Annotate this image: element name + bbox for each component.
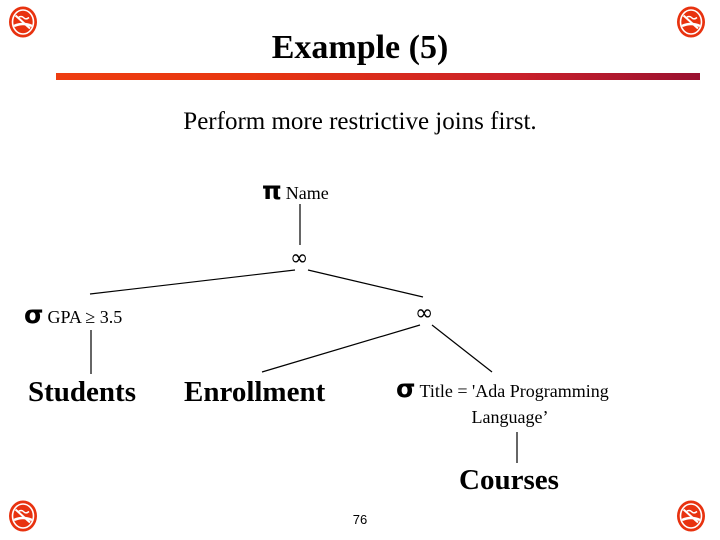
no-smoking-icon [676, 500, 706, 532]
select-title-condition-line2: Language’ [471, 407, 549, 427]
page-title: Example (5) [271, 29, 449, 66]
sigma-operator-symbol: σ [396, 374, 416, 403]
no-smoking-icon [676, 6, 706, 38]
no-smoking-icon [8, 6, 38, 38]
project-attribute-label: Name [285, 183, 329, 203]
pi-operator-symbol: π [262, 176, 282, 205]
tree-node-project: π Name [262, 176, 329, 205]
tree-node-relation-students: Students [28, 376, 136, 408]
tree-node-relation-courses: Courses [459, 464, 559, 496]
slide-subtitle: Perform more restrictive joins first. [183, 108, 537, 135]
tree-node-select-title: σ Title = 'Ada Programming Language’ [396, 374, 696, 428]
tree-node-join-mid: ∞ [415, 301, 433, 326]
page-number: 76 [352, 512, 368, 527]
select-title-condition-line1: Title = 'Ada Programming [419, 381, 609, 401]
title-divider [56, 73, 700, 80]
no-smoking-icon [8, 500, 38, 532]
tree-node-join-top: ∞ [290, 246, 308, 271]
tree-node-relation-enrollment: Enrollment [184, 376, 326, 408]
tree-node-select-gpa: σ GPA ≥ 3.5 [24, 300, 122, 329]
select-gpa-condition-label: GPA ≥ 3.5 [47, 307, 123, 327]
sigma-operator-symbol: σ [24, 300, 44, 329]
